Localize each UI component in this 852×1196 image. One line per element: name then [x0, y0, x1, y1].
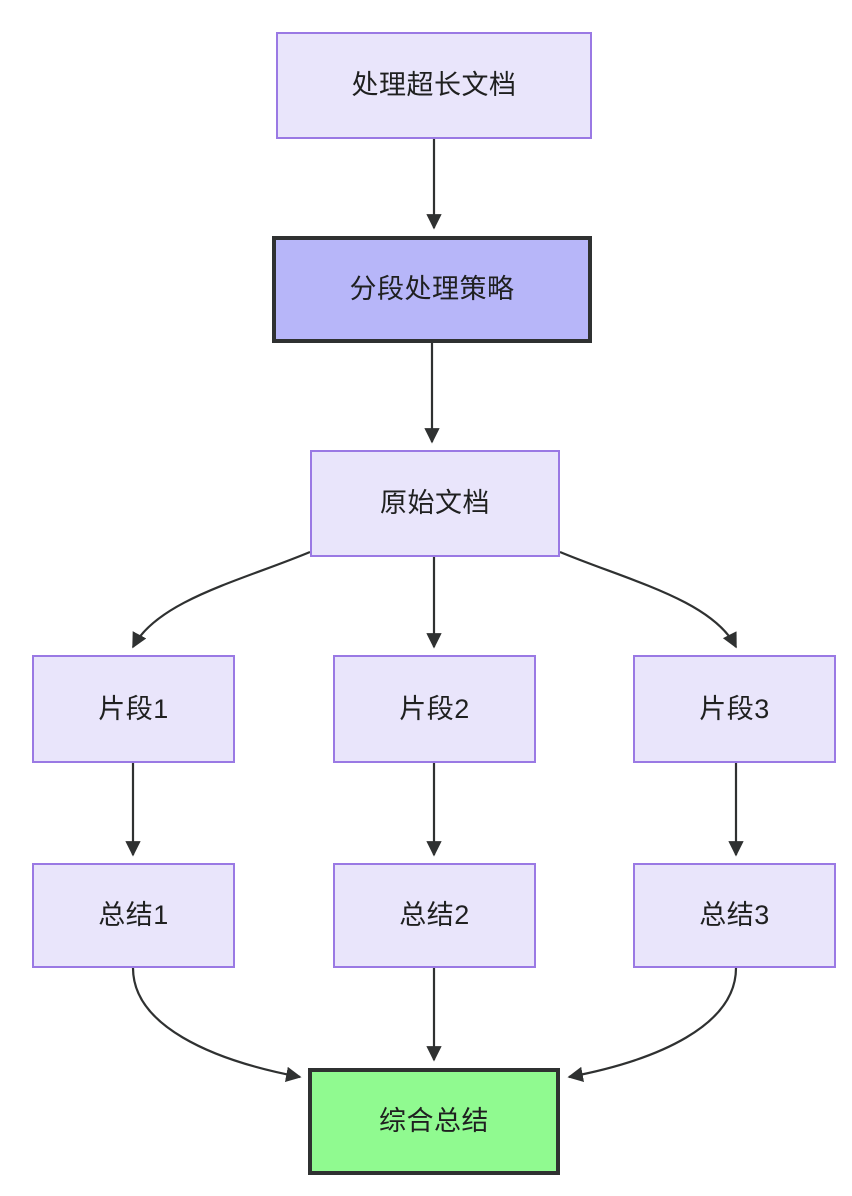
- node-label: 分段处理策略: [349, 274, 515, 305]
- node-label: 片段1: [98, 693, 169, 724]
- edge-n9-n10: [567, 967, 738, 1082]
- node-original-document[interactable]: 原始文档: [310, 450, 560, 557]
- edge-n3-n6: [559, 550, 737, 649]
- node-label: 综合总结: [379, 1106, 489, 1137]
- edge-n3-n4: [132, 550, 311, 649]
- node-comprehensive-summary[interactable]: 综合总结: [308, 1068, 560, 1175]
- node-label: 片段2: [399, 693, 470, 724]
- node-chunking-strategy[interactable]: 分段处理策略: [272, 236, 592, 343]
- node-fragment-1[interactable]: 片段1: [32, 655, 235, 763]
- node-label: 总结2: [399, 900, 470, 931]
- node-label: 总结3: [699, 900, 770, 931]
- node-label: 原始文档: [380, 488, 490, 519]
- node-label: 总结1: [98, 900, 169, 931]
- node-summary-2[interactable]: 总结2: [333, 863, 536, 968]
- node-label: 处理超长文档: [351, 70, 517, 101]
- edge-n7-n10: [131, 967, 302, 1082]
- node-process-long-document[interactable]: 处理超长文档: [276, 32, 592, 139]
- node-summary-1[interactable]: 总结1: [32, 863, 235, 968]
- node-summary-3[interactable]: 总结3: [633, 863, 836, 968]
- node-fragment-3[interactable]: 片段3: [633, 655, 836, 763]
- node-fragment-2[interactable]: 片段2: [333, 655, 536, 763]
- node-label: 片段3: [699, 693, 770, 724]
